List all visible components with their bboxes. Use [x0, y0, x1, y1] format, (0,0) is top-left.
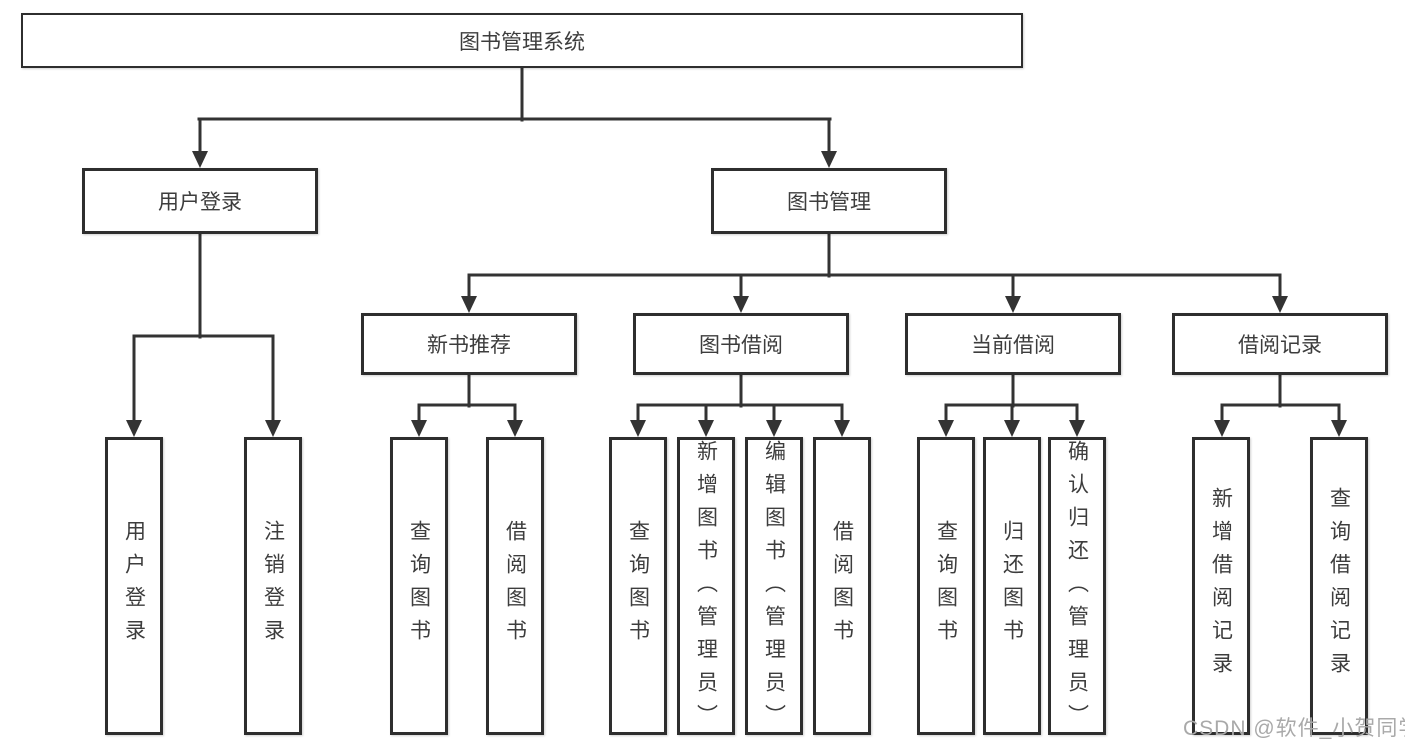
node-book-management: 图书管理 [711, 168, 947, 234]
node-label: 借阅图书 [503, 520, 527, 652]
node-label: 归还图书 [1000, 520, 1024, 652]
leaf-query-books-recommend: 查询图书 [390, 437, 448, 735]
leaf-add-borrow-record: 新增借阅记录 [1192, 437, 1250, 735]
arrowhead-icon [461, 296, 477, 313]
watermark: CSDN @软件_小贺同学 [1183, 717, 1405, 740]
leaf-confirm-return-admin: 确认归还（管理员） [1048, 437, 1106, 737]
node-label: 新增借阅记录 [1209, 487, 1233, 685]
arrowhead-icon [411, 420, 427, 437]
arrowhead-icon [507, 420, 523, 437]
node-new-book-recommend: 新书推荐 [361, 313, 577, 375]
arrowhead-icon [733, 296, 749, 313]
node-library-management-system: 图书管理系统 [21, 13, 1023, 68]
node-label: 查询图书 [626, 520, 650, 652]
arrowhead-icon [834, 420, 850, 437]
node-label: 查询图书 [934, 520, 958, 652]
arrowhead-icon [1069, 420, 1085, 437]
node-label: 图书管理 [787, 191, 871, 214]
leaf-logout: 注销登录 [244, 437, 302, 735]
arrowhead-icon [1331, 420, 1347, 437]
node-label: 注销登录 [261, 520, 285, 652]
node-label: 借阅图书 [830, 520, 854, 652]
arrowhead-icon [1272, 296, 1288, 313]
node-label: 编辑图书（管理员） [762, 440, 786, 737]
arrowhead-icon [192, 151, 208, 168]
leaf-query-borrow-record: 查询借阅记录 [1310, 437, 1368, 735]
node-label: 新增图书（管理员） [694, 440, 718, 737]
node-label: 查询借阅记录 [1327, 487, 1351, 685]
arrowhead-icon [265, 420, 281, 437]
node-label: 图书管理系统 [459, 30, 585, 54]
arrowhead-icon [1004, 420, 1020, 437]
arrowhead-icon [766, 420, 782, 437]
node-label: 图书借阅 [699, 334, 783, 357]
node-label: 新书推荐 [427, 334, 511, 357]
leaf-edit-book-admin: 编辑图书（管理员） [745, 437, 803, 737]
arrowhead-icon [698, 420, 714, 437]
node-current-borrowing: 当前借阅 [905, 313, 1121, 375]
leaf-return-book: 归还图书 [983, 437, 1041, 735]
node-label: 确认归还（管理员） [1065, 440, 1089, 737]
leaf-query-books-borrowing: 查询图书 [609, 437, 667, 735]
leaf-user-login: 用户登录 [105, 437, 163, 735]
arrowhead-icon [821, 151, 837, 168]
node-label: 借阅记录 [1238, 334, 1322, 357]
arrowhead-icon [938, 420, 954, 437]
arrowhead-icon [126, 420, 142, 437]
node-book-borrowing: 图书借阅 [633, 313, 849, 375]
leaf-borrow-books-recommend: 借阅图书 [486, 437, 544, 735]
arrowhead-icon [1005, 296, 1021, 313]
node-label: 当前借阅 [971, 334, 1055, 357]
node-label: 用户登录 [158, 191, 242, 214]
node-label: 用户登录 [122, 520, 146, 652]
leaf-borrow-books-borrowing: 借阅图书 [813, 437, 871, 735]
leaf-add-book-admin: 新增图书（管理员） [677, 437, 735, 737]
leaf-query-books-current: 查询图书 [917, 437, 975, 735]
node-label: 查询图书 [407, 520, 431, 652]
node-borrowing-records: 借阅记录 [1172, 313, 1388, 375]
arrowhead-icon [630, 420, 646, 437]
arrowhead-icon [1214, 420, 1230, 437]
node-user-login: 用户登录 [82, 168, 318, 234]
